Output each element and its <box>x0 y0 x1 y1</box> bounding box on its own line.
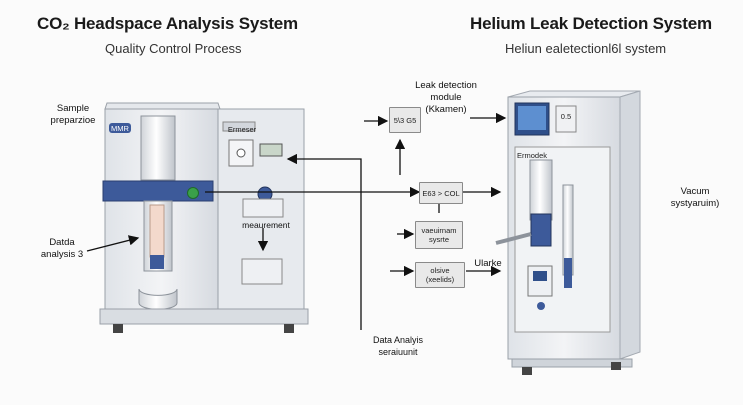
instrument-brand-label: Ermeser <box>227 125 257 134</box>
right-subtitle: Heliun ealetectionl6l system <box>505 41 667 56</box>
valve-box: olsive (xeelids) <box>415 262 465 288</box>
panel-label: Ermodek <box>516 151 547 160</box>
co2-analyzer-instrument <box>99 102 309 333</box>
helium-leak-detector-instrument <box>495 90 641 375</box>
data-analysis-label: Datda analysis 3 <box>40 237 84 260</box>
vacuum-system-label: Vacum systyaruim) <box>670 186 720 209</box>
leak-detection-module-label: Leak detection module (Kkamen) <box>415 80 477 115</box>
col-box: E63 > COL <box>419 182 463 204</box>
measurement-label: meaurement <box>242 220 290 230</box>
valve-box-label: olsive (xeelids) <box>425 266 455 284</box>
data-analysis-unit-label: Data Analyis seraiuunit <box>372 335 424 357</box>
vacuum-system-box: vaeuirnam sysrte <box>415 221 463 249</box>
blank-label: Ularke <box>474 258 502 269</box>
flow-connectors <box>86 112 507 330</box>
col-box-label: E63 > COL <box>422 189 460 198</box>
screen-readout: 0.5 <box>560 112 572 121</box>
sample-preparation-label: Sample preparzioe <box>50 103 96 126</box>
right-title: Helium Leak Detection System <box>470 14 712 33</box>
leak-module-box: 5\3 G5 <box>389 107 421 133</box>
leak-module-box-label: 5\3 G5 <box>393 116 417 125</box>
left-subtitle: Quality Control Process <box>105 41 242 56</box>
left-title: CO₂ Headspace Analysis System <box>37 14 298 33</box>
vacuum-system-box-label: vaeuirnam sysrte <box>421 226 457 244</box>
brand-logo: MMR <box>111 124 129 133</box>
